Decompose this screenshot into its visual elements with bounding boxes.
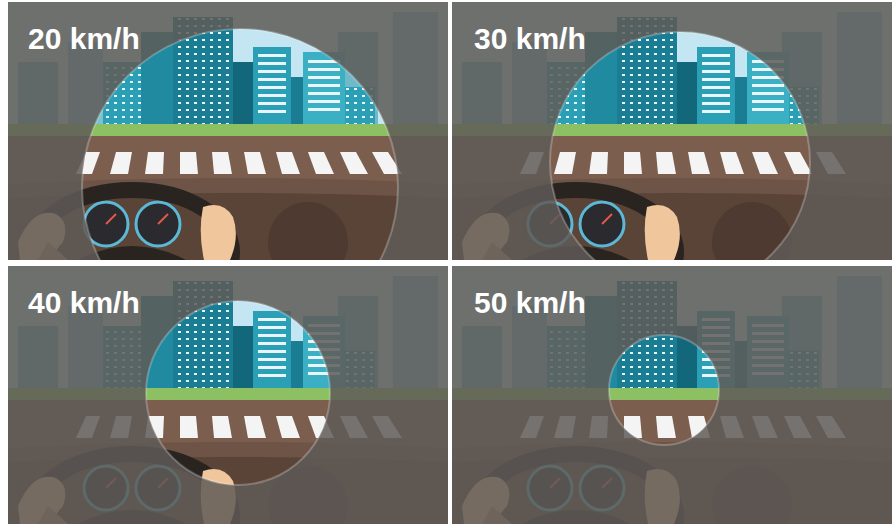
speed-label: 50 km/h <box>474 288 586 318</box>
speed-label: 40 km/h <box>28 288 140 318</box>
speed-label: 30 km/h <box>474 24 586 54</box>
speed-label: 20 km/h <box>28 24 140 54</box>
